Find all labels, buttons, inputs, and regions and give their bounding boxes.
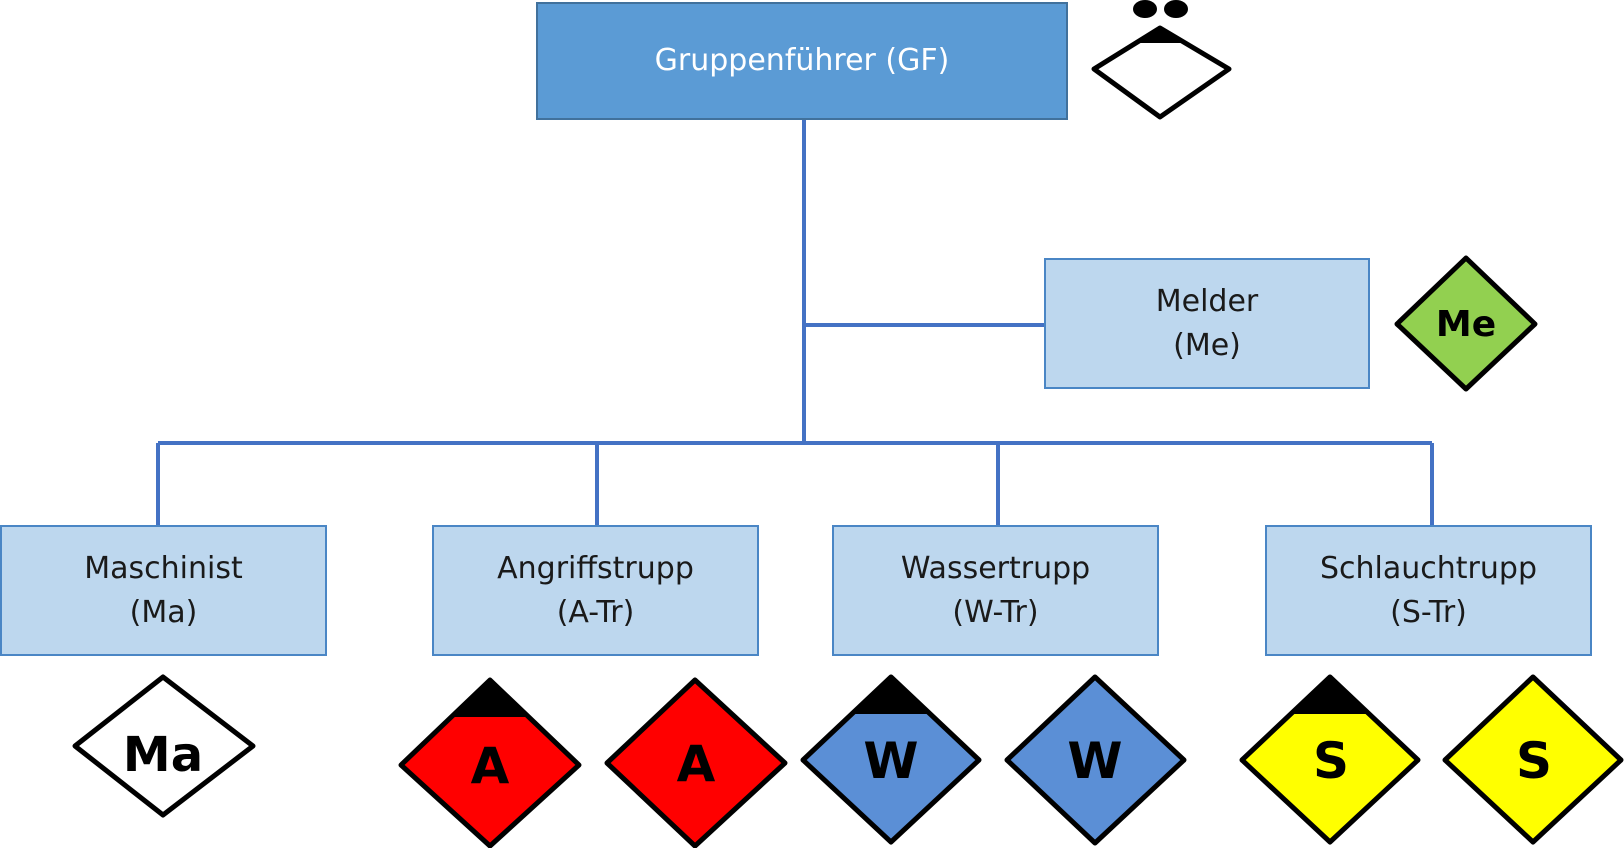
gruppenfuehrer-box: Gruppenführer (GF) [536, 2, 1068, 120]
maschinist-name: Maschinist [84, 551, 243, 586]
angriffstrupp-leader-cap-icon [451, 680, 529, 717]
schlauchtrupp-name: Schlauchtrupp [1320, 551, 1537, 586]
maschinist-symbol-label: Ma [123, 727, 203, 783]
melder-abbr: (Me) [1173, 327, 1241, 363]
angriffstrupp-member-symbol: A [604, 677, 788, 848]
schlauchtrupp-abbr: (S-Tr) [1390, 594, 1467, 630]
gf-dot-left-icon [1133, 0, 1157, 18]
maschinist-diamond-icon [72, 674, 256, 818]
schlauchtrupp-member-label: S [1516, 732, 1552, 790]
schlauchtrupp-member-symbol: S [1442, 674, 1624, 845]
schlauchtrupp-box: Schlauchtrupp (S-Tr) [1265, 525, 1592, 656]
gf-diamond-icon [1091, 25, 1232, 120]
angriffstrupp-leader-label: A [471, 737, 510, 795]
gf-symbol [1091, 0, 1232, 120]
connector-lines [156, 120, 1434, 528]
wassertrupp-abbr: (W-Tr) [952, 594, 1039, 630]
wassertrupp-leader-symbol: W [800, 674, 982, 845]
maschinist-abbr: (Ma) [129, 594, 198, 630]
schlauchtrupp-leader-label: S [1313, 732, 1349, 790]
angriffstrupp-box: Angriffstrupp (A-Tr) [432, 525, 759, 656]
gf-cap-icon [1136, 28, 1184, 43]
wassertrupp-member-symbol: W [1004, 674, 1187, 846]
wassertrupp-leader-diamond-icon [800, 674, 982, 845]
wassertrupp-member-label: W [1067, 732, 1122, 790]
gruppenfuehrer-label: Gruppenführer (GF) [654, 43, 950, 79]
angriffstrupp-leader-diamond-icon [398, 677, 582, 848]
wassertrupp-leader-cap-icon [852, 677, 930, 714]
wassertrupp-box: Wassertrupp (W-Tr) [832, 525, 1159, 656]
schlauchtrupp-member-diamond-icon [1442, 674, 1624, 845]
wassertrupp-name: Wassertrupp [900, 551, 1091, 586]
schlauchtrupp-leader-symbol: S [1239, 674, 1421, 845]
melder-box: Melder (Me) [1044, 258, 1370, 389]
melder-name: Melder [1155, 284, 1259, 319]
angriffstrupp-member-diamond-icon [604, 677, 788, 848]
schlauchtrupp-leader-diamond-icon [1239, 674, 1421, 845]
maschinist-symbol: Ma [72, 674, 256, 818]
maschinist-box: Maschinist (Ma) [0, 525, 327, 656]
melder-diamond-icon [1394, 255, 1538, 392]
angriffstrupp-member-label: A [677, 735, 716, 793]
angriffstrupp-abbr: (A-Tr) [556, 594, 635, 630]
wassertrupp-member-diamond-icon [1004, 674, 1187, 846]
wassertrupp-leader-label: W [863, 732, 918, 790]
melder-symbol-label: Me [1436, 304, 1496, 345]
schlauchtrupp-leader-cap-icon [1291, 677, 1369, 714]
gf-dot-right-icon [1164, 0, 1188, 18]
angriffstrupp-name: Angriffstrupp [497, 551, 694, 586]
melder-symbol: Me [1394, 255, 1538, 392]
angriffstrupp-leader-symbol: A [398, 677, 582, 848]
